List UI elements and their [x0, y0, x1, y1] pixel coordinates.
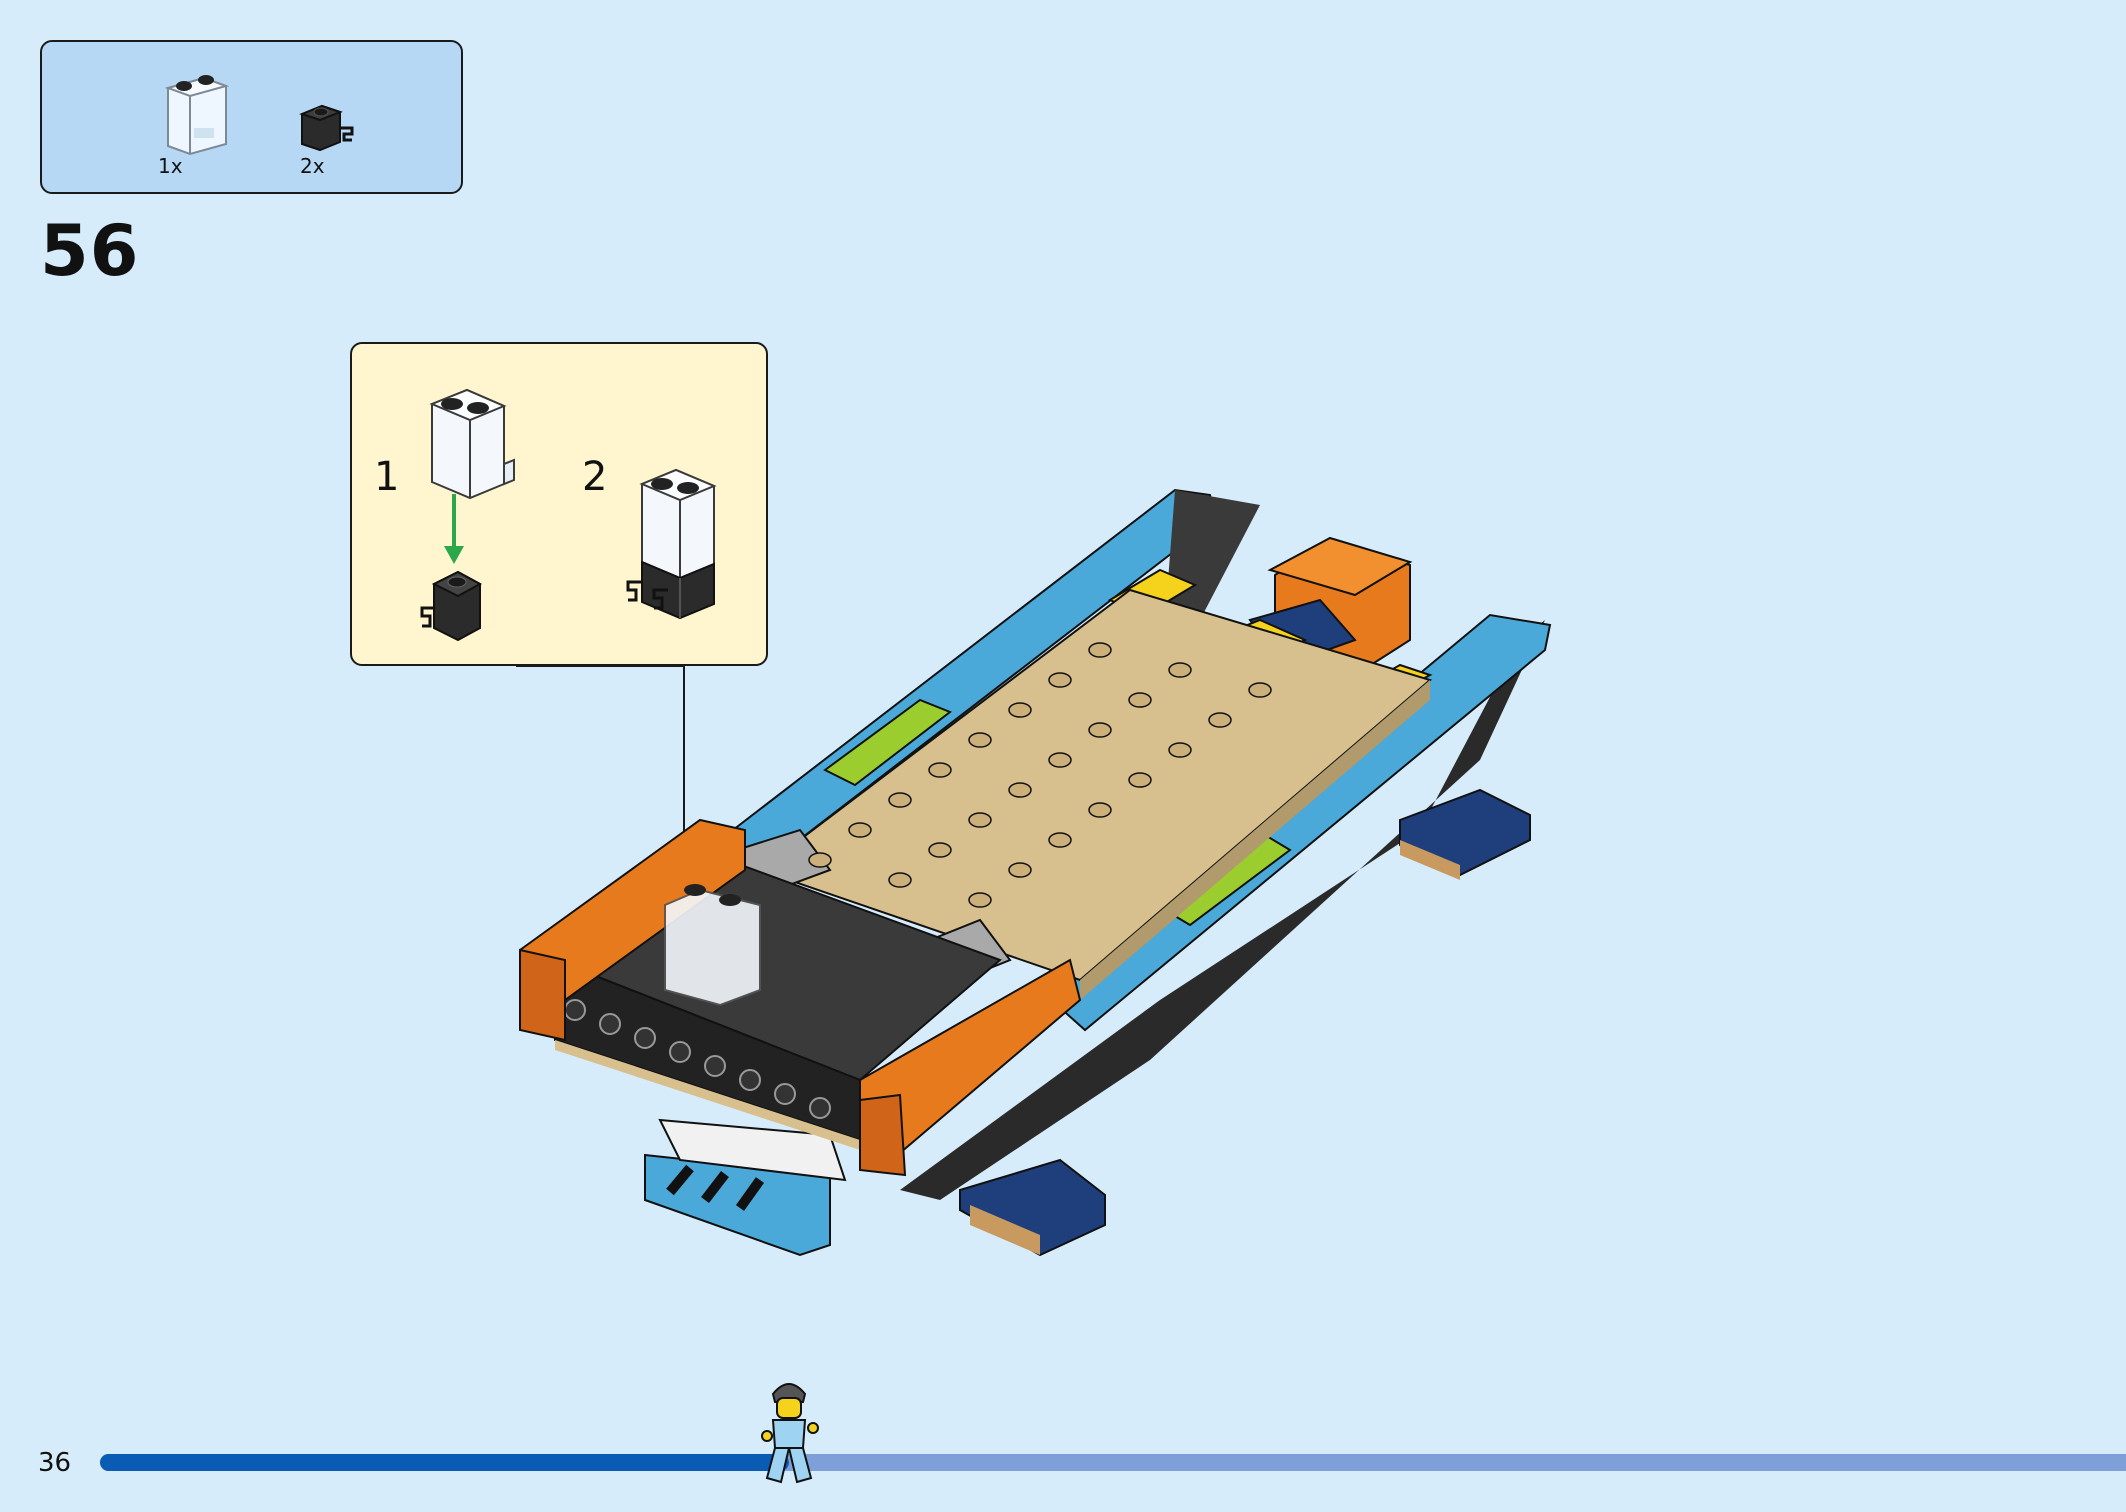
- sub-assembly-callout: 1 2: [350, 342, 768, 666]
- step-number: 56: [40, 210, 140, 292]
- progress-bar-fill: [100, 1454, 789, 1471]
- black-clip-brick-icon: [299, 104, 354, 152]
- transparent-panel-icon: [164, 75, 230, 156]
- sub-step-number: 1: [374, 454, 400, 500]
- sub-step-1-illustration: [420, 388, 515, 642]
- parts-list-box: 1x 2x: [40, 40, 463, 194]
- progress-bar: [100, 1454, 2126, 1471]
- sub-step-number: 2: [582, 454, 608, 500]
- minifigure-progress-marker: [760, 1383, 819, 1484]
- part-quantity: 2x: [300, 154, 325, 178]
- part-quantity: 1x: [158, 154, 183, 178]
- page-number: 36: [38, 1448, 72, 1478]
- sub-step-2-illustration: [626, 468, 717, 620]
